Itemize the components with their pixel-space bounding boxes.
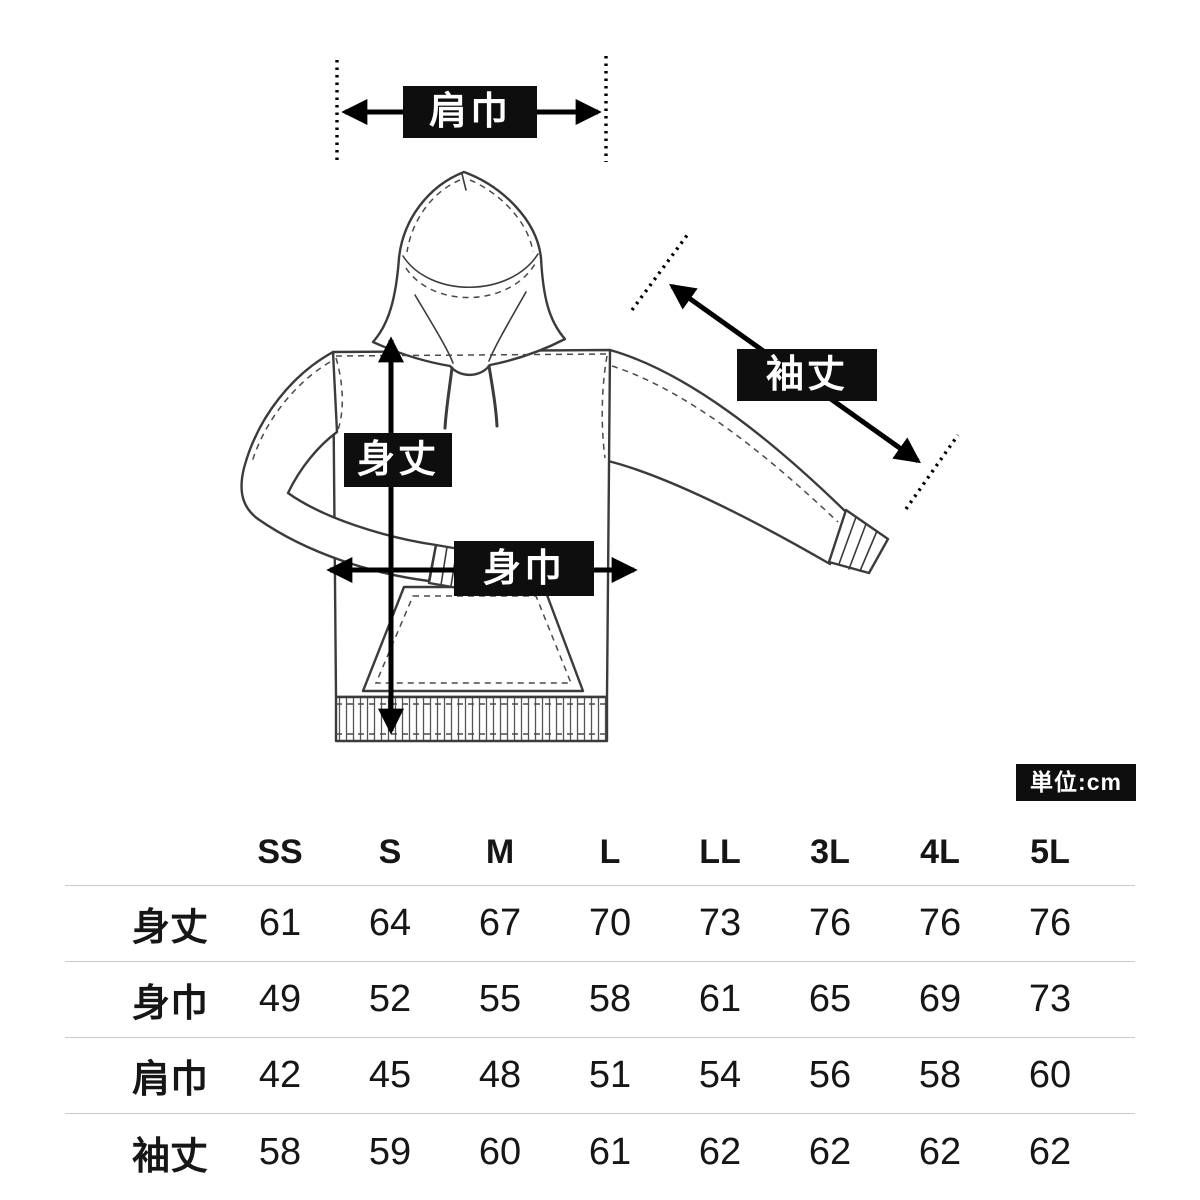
- size-value: 62: [1028, 1130, 1072, 1173]
- right-cuff-ribs: [838, 516, 878, 572]
- size-value: 67: [478, 902, 522, 944]
- size-value: 45: [368, 1054, 412, 1096]
- size-value: 55: [478, 978, 522, 1020]
- size-value: 51: [588, 1054, 632, 1096]
- size-value: 69: [918, 978, 962, 1020]
- size-value: 60: [478, 1130, 522, 1173]
- body-width-tag: 身巾: [454, 541, 594, 596]
- table-row-body-length: 身丈 61 64 67 70 73 76 76 76: [65, 886, 1135, 962]
- size-value: 54: [698, 1054, 742, 1096]
- size-value: 76: [808, 902, 852, 944]
- hoodie-illustration: [240, 170, 890, 743]
- col-header-ll: LL: [699, 833, 741, 871]
- size-value: 64: [368, 902, 412, 944]
- drawstring-right: [487, 364, 499, 428]
- hood: [371, 170, 567, 377]
- col-header-3l: 3L: [810, 833, 850, 871]
- col-header-ss: SS: [257, 833, 303, 871]
- size-value: 70: [588, 902, 632, 944]
- body-length-tag: 身丈: [344, 433, 452, 487]
- col-header-5l: 5L: [1030, 833, 1070, 871]
- hoodie-diagram-svg: [240, 56, 960, 743]
- size-value: 73: [698, 902, 742, 944]
- size-value: 48: [478, 1054, 522, 1096]
- table-row-shoulder-width: 肩巾 42 45 48 51 54 56 58 60: [65, 1038, 1135, 1114]
- table-row-body-width: 身巾 49 52 55 58 61 65 69 73: [65, 962, 1135, 1038]
- col-header-s: S: [378, 833, 402, 871]
- size-table: SS S M L LL 3L 4L 5L 身丈 61 64 67 70 73 7…: [65, 820, 1135, 1190]
- size-value: 49: [258, 978, 302, 1020]
- size-value: 56: [808, 1054, 852, 1096]
- unit-label: 単位:cm: [1016, 764, 1136, 801]
- size-value: 58: [588, 978, 632, 1020]
- size-value: 76: [918, 902, 962, 944]
- col-header-l: L: [599, 833, 621, 871]
- size-value: 42: [258, 1054, 302, 1096]
- table-row-sleeve-length: 袖丈 58 59 60 61 62 62 62 62: [65, 1114, 1135, 1190]
- size-value: 65: [808, 978, 852, 1020]
- size-value: 62: [698, 1130, 742, 1173]
- size-value: 58: [918, 1054, 962, 1096]
- size-value: 73: [1028, 978, 1072, 1020]
- col-header-4l: 4L: [920, 833, 960, 871]
- col-header-m: M: [485, 833, 515, 871]
- size-value: 59: [368, 1130, 412, 1173]
- row-label: 肩巾: [131, 1059, 208, 1101]
- shoulder-width-tag: 肩巾: [403, 86, 537, 138]
- size-value: 60: [1028, 1054, 1072, 1096]
- row-label: 身巾: [131, 983, 208, 1025]
- drawstring-left: [443, 366, 454, 430]
- size-value: 62: [918, 1130, 962, 1173]
- size-table-header-row: SS S M L LL 3L 4L 5L: [65, 820, 1135, 886]
- size-value: 62: [808, 1130, 852, 1173]
- size-value: 76: [1028, 902, 1072, 944]
- size-value: 58: [258, 1130, 302, 1173]
- sleeve-length-tag: 袖丈: [737, 349, 877, 401]
- right-cuff: [827, 508, 890, 575]
- size-value: 52: [368, 978, 412, 1020]
- row-label: 身丈: [131, 907, 208, 949]
- row-label: 袖丈: [131, 1135, 208, 1178]
- size-value: 61: [588, 1130, 632, 1173]
- size-value: 61: [698, 978, 742, 1020]
- size-value: 61: [258, 902, 302, 944]
